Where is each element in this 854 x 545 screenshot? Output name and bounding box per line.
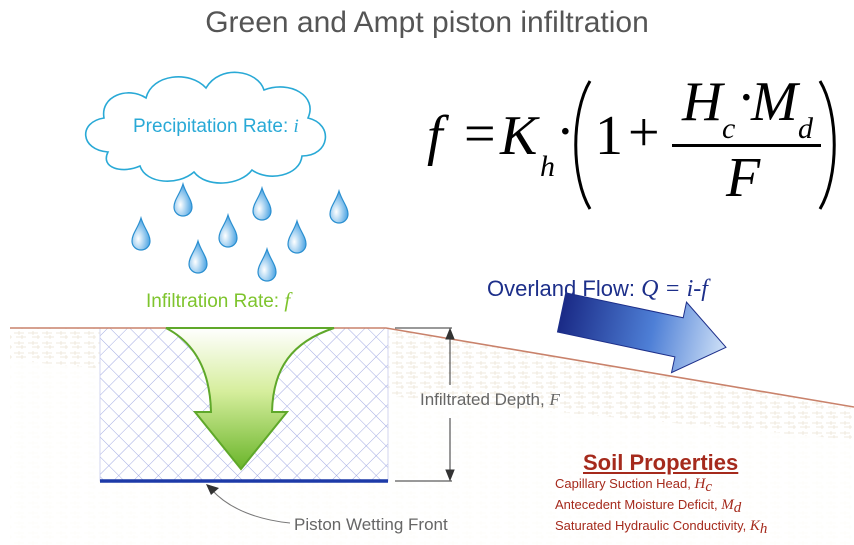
infiltration-variable: f [284,288,291,312]
eq-lhs: f [427,105,443,167]
eq-hc: H [682,71,723,133]
eq-one: 1 [595,105,623,167]
cloud [84,71,327,184]
eq-dot: · [556,101,575,163]
precipitation-label: Precipitation Rate: i [133,116,299,137]
eq-md: M [751,71,798,133]
eq-mid-dot: · [737,67,756,129]
wetting-front-label: Piston Wetting Front [294,515,448,534]
infiltration-arrow [165,327,335,471]
soil-item-moisture-deficit: Antecedent Moisture Deficit, Md [555,497,742,516]
eq-md-sub: d [798,112,813,145]
soil-item-capillary-suction: Capillary Suction Head, Hc [555,476,712,495]
rain-drop [257,246,277,282]
depth-dimension [395,327,455,482]
eq-plus: + [628,102,660,164]
eq-equals: = [464,103,496,165]
rain-drop [173,181,193,217]
infiltrated-depth-label: Infiltrated Depth, F [420,390,560,409]
infiltration-label: Infiltration Rate: f [146,288,291,312]
wetting-front-leader [206,484,291,524]
rain-drops [131,181,349,282]
rain-drop [329,188,349,224]
rain-drop [188,238,208,274]
rain-drop [218,212,238,248]
eq-left-paren [574,80,592,210]
overland-flow-formula: Q = i-f [641,276,708,302]
precipitation-variable: i [293,116,299,137]
eq-hc-sub: c [722,112,736,145]
eq-k: K [500,105,538,167]
eq-k-sub: h [540,150,555,183]
rain-drop [252,185,272,221]
rain-drop [287,218,307,254]
soil-item-hydraulic-conductivity: Saturated Hydraulic Conductivity, Kh [555,518,768,537]
eq-right-paren [818,80,836,210]
infiltrated-depth-variable: F [549,390,560,409]
diagram-title: Green and Ampt piston infiltration [205,6,649,39]
rain-drop [131,215,151,251]
overland-flow-label: Overland Flow: Q = i-f [487,276,708,302]
overland-flow-arrow [556,292,727,374]
soil-properties-title: Soil Properties [583,450,739,475]
eq-denominator: F [726,147,761,209]
ground-surface [10,327,854,408]
eq-fraction-bar [672,144,821,147]
